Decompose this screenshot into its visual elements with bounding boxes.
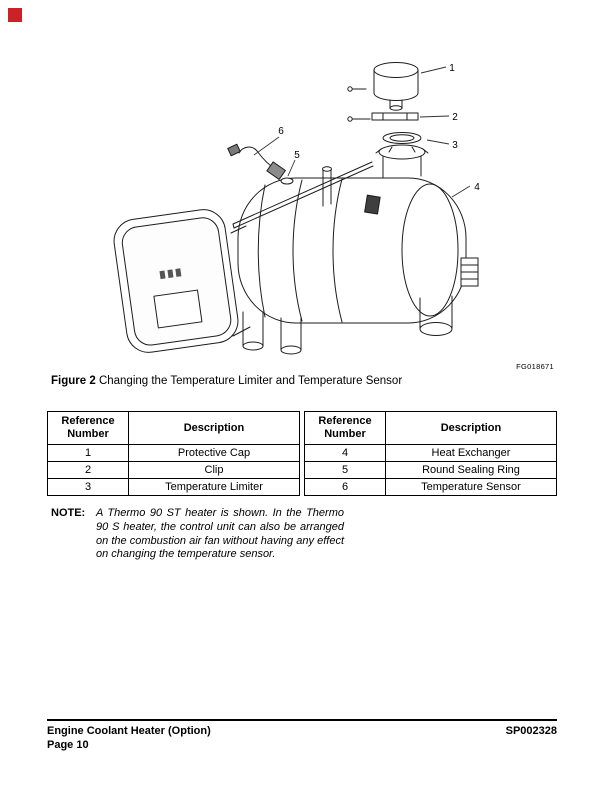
- ref-number-cell: 1: [47, 444, 129, 462]
- callout-4: 4: [474, 182, 480, 193]
- footer-page-number: Page 10: [47, 738, 89, 751]
- description-cell: Protective Cap: [128, 444, 300, 462]
- note-text: A Thermo 90 ST heater is shown. In the T…: [96, 507, 344, 561]
- table1-header-description: Description: [128, 411, 300, 445]
- note-block: NOTE: A Thermo 90 ST heater is shown. In…: [51, 507, 344, 562]
- callout-3: 3: [452, 140, 458, 151]
- heater-body-art: [237, 177, 467, 324]
- control-unit-art: [113, 209, 239, 353]
- table-row: 6 Temperature Sensor: [304, 478, 557, 496]
- table-row: 3 Temperature Limiter: [47, 478, 300, 496]
- temperature-sensor-art: [227, 143, 294, 185]
- rod-art: [232, 161, 374, 229]
- description-cell: Heat Exchanger: [385, 444, 557, 462]
- callout-2: 2: [452, 112, 458, 123]
- table-row: 2 Clip: [47, 461, 300, 479]
- figure-diagram: 1 2 3 4 5 6: [113, 62, 480, 355]
- figure-caption: Figure 2 Changing the Temperature Limite…: [51, 375, 402, 387]
- port-stack-art: [375, 132, 429, 179]
- description-cell: Round Sealing Ring: [385, 461, 557, 479]
- standpipe-art: [322, 166, 332, 207]
- callout-1: 1: [449, 63, 455, 74]
- ref-number-cell: 2: [47, 461, 129, 479]
- figure-caption-text: Changing the Temperature Limiter and Tem…: [98, 375, 403, 387]
- description-cell: Clip: [128, 461, 300, 479]
- ref-number-cell: 3: [47, 478, 129, 496]
- protective-cap-art: [347, 62, 419, 111]
- description-cell: Temperature Sensor: [385, 478, 557, 496]
- reference-table-2: Reference Number Description 4 Heat Exch…: [304, 411, 557, 496]
- figure-code: FG018671: [516, 362, 554, 371]
- bracket-art: [364, 194, 381, 215]
- clip-art: [347, 112, 419, 122]
- callout-6: 6: [278, 126, 284, 137]
- reference-tables: Reference Number Description 1 Protectiv…: [47, 411, 557, 496]
- table-header-row: Reference Number Description: [47, 411, 300, 445]
- table-row: 1 Protective Cap: [47, 444, 300, 462]
- table1-header-reference-number: Reference Number: [47, 411, 129, 445]
- collar-art: [230, 225, 251, 337]
- figure-caption-label: Figure 2: [51, 375, 96, 387]
- description-cell: Temperature Limiter: [128, 478, 300, 496]
- ref-number-cell: 6: [304, 478, 386, 496]
- page-footer: Engine Coolant Heater (Option) Page 10 S…: [47, 719, 557, 752]
- table-row: 5 Round Sealing Ring: [304, 461, 557, 479]
- callout-5: 5: [294, 150, 300, 161]
- table2-header-description: Description: [385, 411, 557, 445]
- footer-left: Engine Coolant Heater (Option) Page 10: [47, 725, 211, 752]
- ref-number-cell: 4: [304, 444, 386, 462]
- leader-lines: [253, 66, 471, 198]
- footer-doc-title: Engine Coolant Heater (Option): [47, 725, 211, 737]
- table-row: 4 Heat Exchanger: [304, 444, 557, 462]
- pipe-stubs-art: [242, 295, 453, 355]
- table2-header-reference-number: Reference Number: [304, 411, 386, 445]
- reference-table-1: Reference Number Description 1 Protectiv…: [47, 411, 300, 496]
- table-header-row: Reference Number Description: [304, 411, 557, 445]
- ref-number-cell: 5: [304, 461, 386, 479]
- note-label: NOTE:: [51, 507, 86, 519]
- corrugated-fitting-art: [460, 257, 479, 287]
- footer-doc-code: SP002328: [505, 725, 557, 737]
- red-corner-marker: [8, 8, 22, 22]
